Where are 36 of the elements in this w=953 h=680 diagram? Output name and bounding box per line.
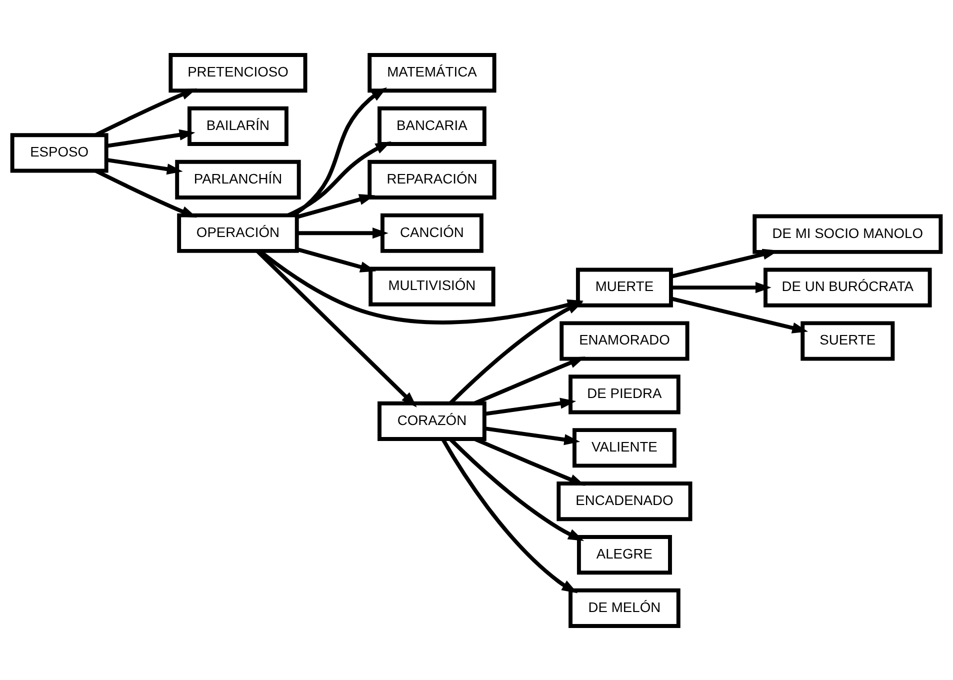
arrow bbox=[484, 397, 576, 416]
arrow bbox=[94, 168, 198, 218]
node-box: CANCIÓN bbox=[380, 212, 484, 252]
node-box: ALEGRE bbox=[576, 534, 672, 574]
node-box: PRETENCIOSO bbox=[168, 52, 308, 92]
node-box: ESPOSO bbox=[10, 132, 108, 172]
arrow bbox=[670, 296, 808, 333]
node-box: ENCADENADO bbox=[556, 481, 692, 521]
node-box: CORAZÓN bbox=[378, 400, 486, 440]
node-box: MATEMÁTICA bbox=[368, 52, 496, 92]
node-box: REPARACIÓN bbox=[368, 159, 496, 199]
node-box: DE MI SOCIO MANOLO bbox=[752, 214, 943, 254]
arrow bbox=[671, 281, 772, 293]
arrow bbox=[297, 227, 388, 238]
arrow bbox=[106, 158, 183, 174]
node-box: PARLANCHÍN bbox=[175, 159, 301, 199]
arrow bbox=[441, 438, 578, 593]
arrow bbox=[448, 301, 584, 404]
node-box: DE MELÓN bbox=[568, 588, 680, 628]
arrow bbox=[474, 436, 586, 486]
node-box: ENAMORADO bbox=[560, 320, 690, 360]
node-box: OPERACIÓN bbox=[177, 212, 299, 252]
node-box: BANCARIA bbox=[378, 106, 486, 146]
node-box: VALIENTE bbox=[572, 428, 676, 468]
node-box: DE UN BURÓCRATA bbox=[764, 267, 932, 307]
node-box: DE PIEDRA bbox=[568, 374, 680, 414]
node-box: BAILARÍN bbox=[188, 106, 288, 146]
arrow bbox=[448, 437, 584, 541]
arrow bbox=[94, 88, 198, 136]
arrow bbox=[296, 246, 376, 272]
arrow bbox=[106, 128, 196, 148]
arrow bbox=[484, 426, 580, 445]
arrow bbox=[296, 194, 376, 218]
node-box: MULTIVISIÓN bbox=[368, 266, 496, 306]
node-box: SUERTE bbox=[800, 320, 895, 360]
node-box: MUERTE bbox=[576, 267, 673, 307]
